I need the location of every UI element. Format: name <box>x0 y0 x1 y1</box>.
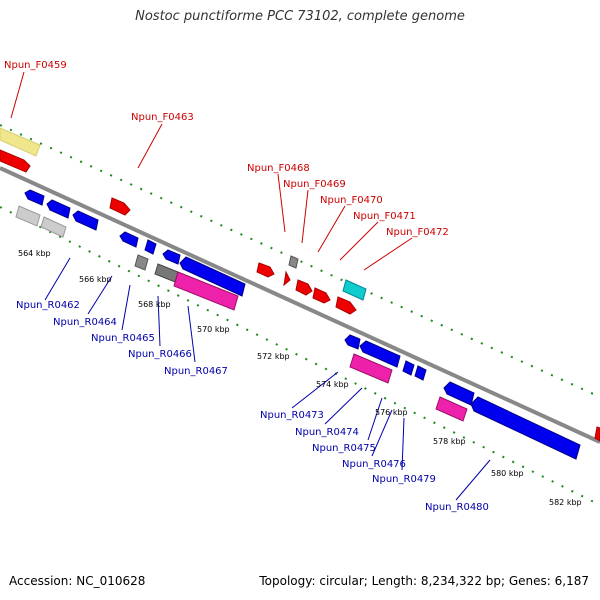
gene-label-forward[interactable]: Npun_F0469 <box>283 179 346 190</box>
gene-light-gray[interactable] <box>40 216 67 238</box>
gene-label-forward[interactable]: Npun_F0471 <box>353 211 416 222</box>
gene-magenta[interactable] <box>173 271 239 311</box>
reverse-label-lines <box>44 257 491 501</box>
gene-blue[interactable] <box>179 256 246 297</box>
gene-label-forward[interactable]: Npun_F0463 <box>131 112 194 123</box>
gene-red[interactable] <box>295 279 313 296</box>
gene-label-reverse[interactable]: Npun_R0480 <box>425 502 489 513</box>
gene-blue[interactable] <box>344 334 361 350</box>
gene-blue[interactable] <box>46 199 71 219</box>
gene-blue[interactable] <box>359 340 401 368</box>
gene-red[interactable] <box>0 149 31 173</box>
gene-gray[interactable] <box>154 263 179 283</box>
tick-label: 580 kbp <box>491 469 524 478</box>
tick-label: 568 kbp <box>138 300 171 309</box>
tick-label: 576 kbp <box>375 408 408 417</box>
tick-label: 572 kbp <box>257 352 290 361</box>
genome-summary-text: Topology: circular; Length: 8,234,322 bp… <box>259 574 589 588</box>
gene-magenta[interactable] <box>435 396 468 422</box>
tick-label: 574 kbp <box>316 380 349 389</box>
gene-blue[interactable] <box>72 210 99 231</box>
gene-red[interactable] <box>312 287 331 304</box>
gene-label-reverse[interactable]: Npun_R0475 <box>312 443 376 454</box>
gene-khaki[interactable] <box>0 127 41 157</box>
gene-label-reverse[interactable]: Npun_R0462 <box>16 300 80 311</box>
gene-label-reverse[interactable]: Npun_R0479 <box>372 474 436 485</box>
gene-blue[interactable] <box>443 381 475 406</box>
gene-red[interactable] <box>594 426 600 442</box>
gene-label-reverse[interactable]: Npun_R0465 <box>91 333 155 344</box>
gene-label-forward[interactable]: Npun_F0470 <box>320 195 383 206</box>
tick-label: 578 kbp <box>433 437 466 446</box>
gene-blue[interactable] <box>402 360 415 376</box>
gene-label-reverse[interactable]: Npun_R0466 <box>128 349 192 360</box>
tick-label: 566 kbp <box>79 275 112 284</box>
tick-label: 582 kbp <box>549 498 582 507</box>
gene-red[interactable] <box>335 296 357 315</box>
gene-gray[interactable] <box>134 254 149 271</box>
forward-label-lines <box>10 71 413 271</box>
gene-blue[interactable] <box>144 239 157 255</box>
gene-blue[interactable] <box>414 365 427 381</box>
gene-label-reverse[interactable]: Npun_R0464 <box>53 317 117 328</box>
gene-blue[interactable] <box>119 231 139 248</box>
gene-red[interactable] <box>283 270 291 287</box>
gene-blue[interactable] <box>162 249 181 265</box>
gene-red[interactable] <box>256 262 275 278</box>
gene-label-reverse[interactable]: Npun_R0473 <box>260 410 324 421</box>
gene-label-reverse[interactable]: Npun_R0474 <box>295 427 359 438</box>
map-title: Nostoc punctiforme PCC 73102, complete g… <box>135 9 465 24</box>
gene-label-forward[interactable]: Npun_F0468 <box>247 163 310 174</box>
tick-labels: 564 kbp 566 kbp 568 kbp 570 kbp 572 kbp … <box>18 249 582 507</box>
gene-label-reverse[interactable]: Npun_R0476 <box>342 459 406 470</box>
gene-blue[interactable] <box>470 396 581 460</box>
reverse-gene-labels: Npun_R0462 Npun_R0464 Npun_R0465 Npun_R0… <box>16 300 489 513</box>
tick-label: 564 kbp <box>18 249 51 258</box>
gene-label-reverse[interactable]: Npun_R0467 <box>164 366 228 377</box>
backbone-line <box>0 166 600 444</box>
gene-magenta[interactable] <box>349 353 393 384</box>
tick-label: 570 kbp <box>197 325 230 334</box>
gene-red[interactable] <box>109 197 131 216</box>
accession-text: Accession: NC_010628 <box>9 574 146 588</box>
gene-label-forward[interactable]: Npun_F0472 <box>386 227 449 238</box>
gene-label-forward[interactable]: Npun_F0459 <box>4 60 67 71</box>
gene-blue[interactable] <box>24 189 45 206</box>
gene-cyan[interactable] <box>342 279 367 301</box>
reverse-scale-line <box>0 206 600 506</box>
forward-gene-labels: Npun_F0459 Npun_F0463 Npun_F0468 Npun_F0… <box>4 60 449 238</box>
gene-light-gray[interactable] <box>15 205 41 227</box>
gene-gray[interactable] <box>288 255 299 269</box>
